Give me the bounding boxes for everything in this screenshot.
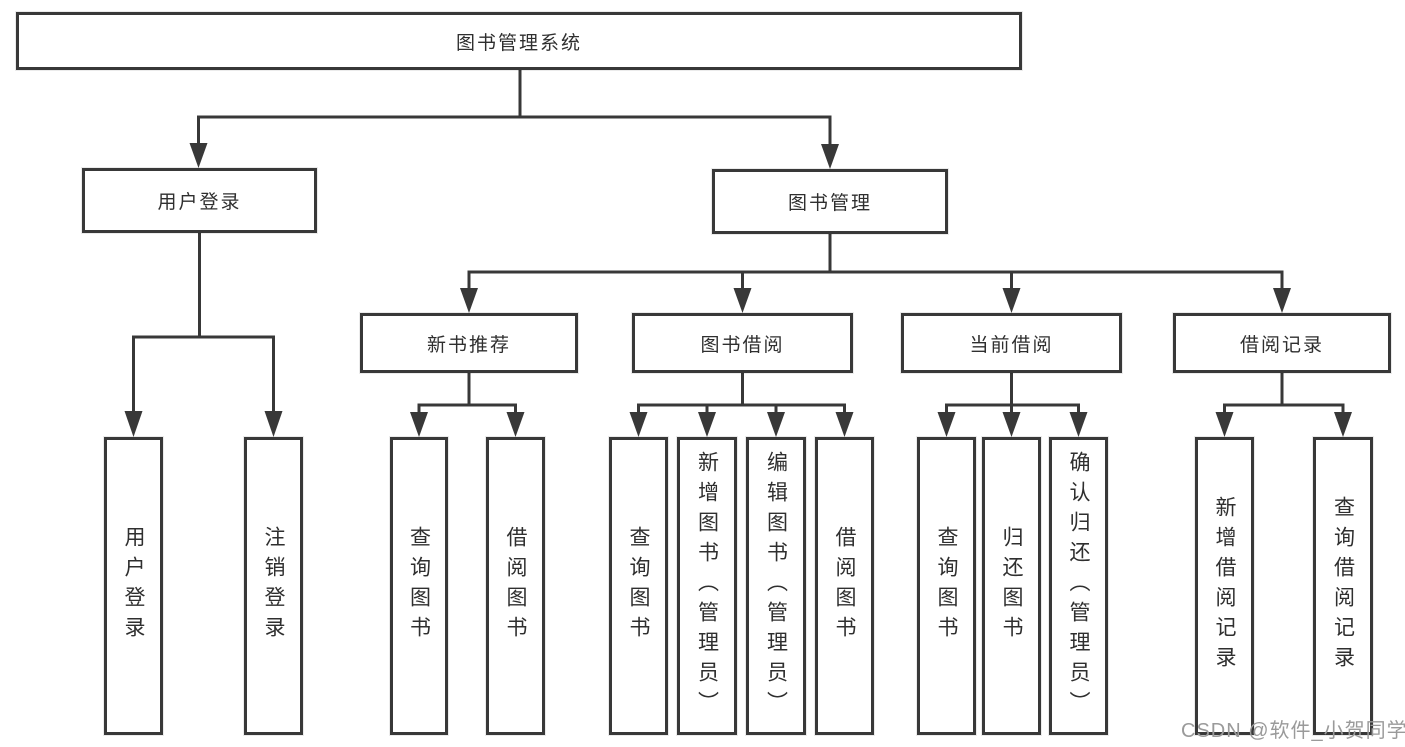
leaf-confirm-return-admin: 确认归还（管理员）: [1049, 437, 1108, 735]
node-new-book-recommend: 新书推荐: [360, 313, 578, 373]
leaf-edit-books-admin: 编辑图书（管理员）: [746, 437, 806, 735]
leaf-add-borrow-record: 新增借阅记录: [1195, 437, 1254, 735]
leaf-borrow-books-borrow: 借阅图书: [815, 437, 874, 735]
leaf-logout: 注销登录: [244, 437, 303, 735]
leaf-return-books: 归还图书: [982, 437, 1041, 735]
leaf-borrow-books-recommend: 借阅图书: [486, 437, 545, 735]
leaf-query-borrow-record: 查询借阅记录: [1313, 437, 1373, 735]
node-root-system: 图书管理系统: [16, 12, 1022, 70]
leaf-user-login: 用户登录: [104, 437, 163, 735]
leaf-query-books-recommend: 查询图书: [390, 437, 448, 735]
node-borrow-records: 借阅记录: [1173, 313, 1391, 373]
leaf-query-books-current: 查询图书: [917, 437, 976, 735]
csdn-watermark: CSDN @软件_小贺同学: [1181, 720, 1405, 742]
node-book-management: 图书管理: [712, 169, 948, 234]
node-book-borrow: 图书借阅: [632, 313, 853, 373]
node-current-borrow: 当前借阅: [901, 313, 1122, 373]
leaf-query-books-borrow: 查询图书: [609, 437, 668, 735]
node-user-login: 用户登录: [82, 168, 317, 233]
leaf-add-books-admin: 新增图书（管理员）: [677, 437, 737, 735]
